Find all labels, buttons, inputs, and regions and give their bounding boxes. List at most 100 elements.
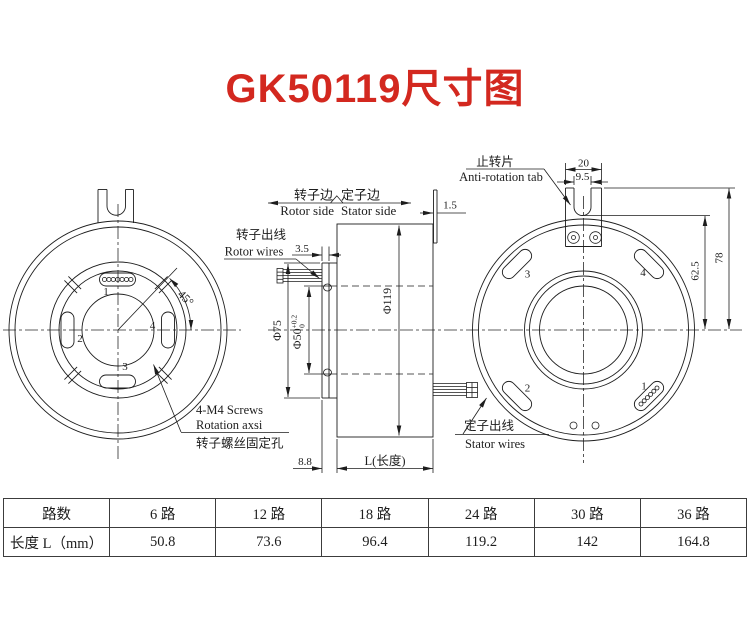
circuits-header-cell: 路数 [2,498,111,528]
back-bottom-hole-right [591,421,600,430]
dim-d50: Φ50+0.20 [290,285,331,375]
circuits-cell: 18 路 [321,498,429,528]
screw-note-leader [153,364,182,433]
stator-side-label-en: Stator side [341,203,396,218]
dim-1-5: 1.5 [420,200,466,216]
stator-side-label-cn: 定子边 [341,188,380,203]
dim-8-8-and-L: 8.8 L(长度) [293,400,434,473]
dim-9-5: 9.5 [557,171,608,185]
dim-d75: Φ75 [270,262,320,399]
svg-text:Φ50+0.20: Φ50+0.20 [290,315,307,350]
tab-screw-left [567,231,580,244]
front-screw-circle-inner [58,270,178,390]
front-anti-rotation-tab [97,189,134,223]
back-slot-4 [633,248,665,280]
rotor-wires-leader [295,258,320,279]
back-slot-1 [633,380,665,412]
length-cell: 50.8 [109,527,217,557]
rotor-flange [321,262,337,399]
rotor-side-label-cn: 转子边 [294,188,333,203]
back-ring-number-1: 1 [641,381,647,393]
rotor-side-label-en: Rotor side [280,203,334,218]
angle-arc [169,278,194,331]
length-cell: 164.8 [639,527,748,557]
circuits-cell: 6 路 [109,498,217,528]
back-slot-3 [501,248,533,280]
front-slot-1-pins [102,276,134,282]
back-bore-circle [539,285,628,375]
screw-note-line2: Rotation axsi [196,418,263,432]
stator-wires-leader [462,397,487,435]
side-view: 转子边 Rotor side 定子边 Stator side 转子出线 Roto… [224,188,742,473]
front-ring-number-2: 2 [77,333,83,345]
length-header-cell: 长度 L（mm） [2,527,111,557]
back-ring-number-2: 2 [525,383,531,395]
stator-body [336,223,434,438]
circuits-cell: 12 路 [215,498,323,528]
front-bore-circle [81,293,155,367]
front-view: 45° 1 2 3 4 4-M4 Screws Rotation axsi 转子… [3,189,289,459]
back-slot-1-pins [638,385,660,407]
back-ring-number-3: 3 [525,269,531,281]
back-boss-circle-outer [524,270,643,390]
table-value-row: 长度 L（mm） 50.8 73.6 96.4 119.2 142 164.8 [2,527,748,557]
front-ring-number-4: 4 [150,320,156,332]
tab-leader [543,168,571,206]
circuits-cell: 36 路 [639,498,748,528]
svg-text:9.5: 9.5 [576,171,590,183]
front-slot-1 [99,272,136,287]
length-cell: 96.4 [321,527,429,557]
dim-L-label: L(长度) [365,453,406,468]
svg-text:62.5: 62.5 [690,261,702,281]
front-ring-number-3: 3 [122,361,128,373]
dim-d119: Φ119 [380,225,402,436]
svg-text:78: 78 [714,252,726,264]
length-cell: 119.2 [427,527,535,557]
rotor-wires-label-cn: 转子出线 [236,227,287,242]
svg-text:Φ75: Φ75 [270,320,284,341]
table-header-row: 路数 6 路 12 路 18 路 24 路 30 路 36 路 [2,498,748,528]
back-ring-number-4: 4 [640,267,646,279]
stator-wires [433,382,478,398]
length-cell: 73.6 [215,527,323,557]
side-divider-peak [330,195,344,204]
dim-62-5: 62.5 [584,215,710,329]
stator-wires-label-cn: 定子出线 [464,418,515,433]
tab-label-en: Anti-rotation tab [459,170,543,184]
page-title: GK50119尺寸图 [225,67,525,111]
front-outer-circle [8,220,228,440]
front-screw-circle-outer [49,261,187,399]
rotor-wires [276,268,322,284]
length-table: 路数 6 路 12 路 18 路 24 路 30 路 36 路 长度 L（mm）… [2,498,748,557]
front-screw-ticks [64,276,172,384]
circuits-cell: 30 路 [533,498,641,528]
tab-plate-edge [433,189,438,244]
dim-78: 78 [604,187,735,329]
tab-screw-right [589,231,602,244]
back-boss-circle-inner [529,275,638,385]
svg-text:1.5: 1.5 [443,200,457,212]
angle-reference-line [117,267,178,331]
screw-note-line3: 转子螺丝固定孔 [196,436,284,451]
dim-8-8-label: 8.8 [298,456,312,468]
back-bottom-hole-left [569,421,578,430]
svg-text:3.5: 3.5 [295,243,309,255]
front-slot-4 [161,311,175,349]
back-slot-2 [501,380,533,412]
stator-wires-label-en: Stator wires [465,437,525,451]
front-ring-number-1: 1 [103,286,109,298]
tab-label-cn: 止转片 [476,154,514,169]
screw-note-line1: 4-M4 Screws [196,403,263,417]
svg-text:Φ119: Φ119 [380,288,394,314]
svg-text:20: 20 [578,158,590,170]
rotor-wires-label-en: Rotor wires [225,245,284,259]
front-slot-3 [99,374,136,389]
circuits-cell: 24 路 [427,498,535,528]
back-view: 3 4 2 1 止转片 Anti-rotation tab 20 9.5 [459,154,735,463]
length-cell: 142 [533,527,641,557]
back-outer-circle [472,218,695,442]
front-slot-2 [60,311,75,349]
dim-3-5: 3.5 [292,243,341,261]
